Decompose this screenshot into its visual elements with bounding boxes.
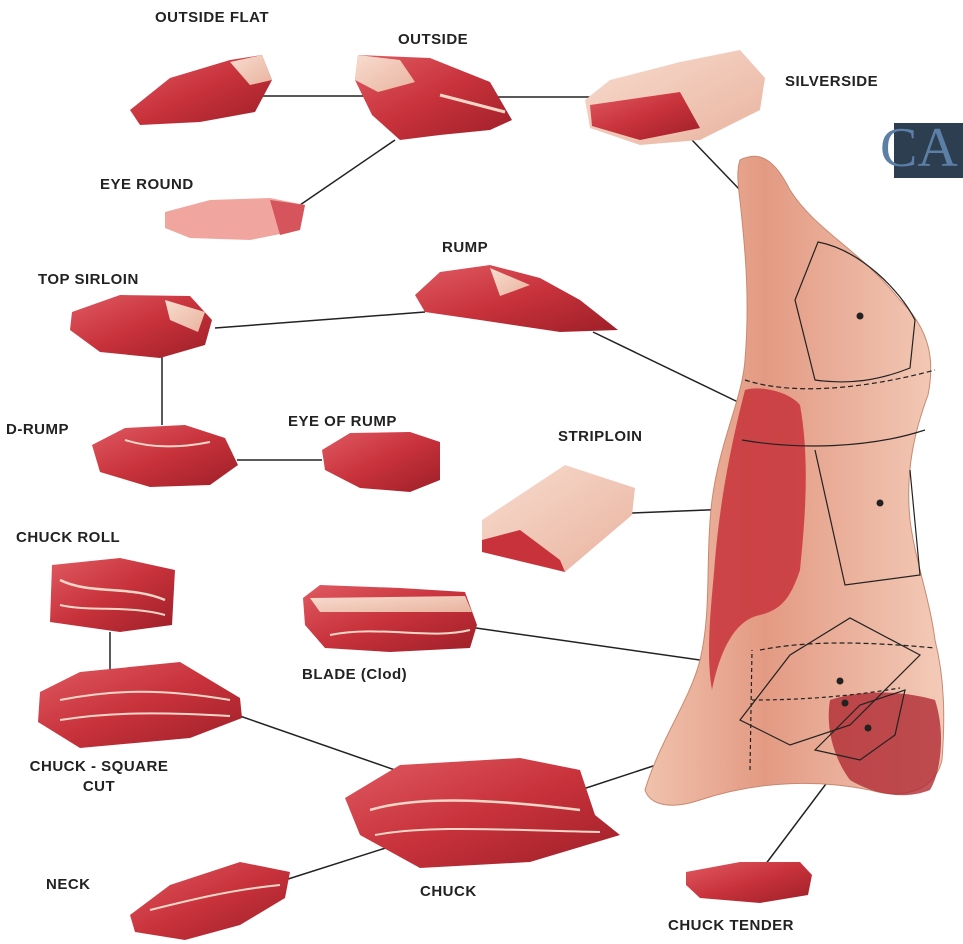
label-top-sirloin: TOP SIRLOIN: [38, 270, 139, 290]
cut-neck: [130, 862, 290, 940]
cut-chuck: [345, 758, 620, 868]
cut-blade: [303, 585, 477, 652]
cut-eye-round: [165, 198, 305, 240]
cut-eye-of-rump: [322, 432, 440, 492]
label-blade: BLADE (Clod): [302, 665, 407, 685]
title-fragment: CA: [880, 118, 963, 180]
label-outside-flat: OUTSIDE FLAT: [155, 8, 269, 28]
label-chuck: CHUCK: [420, 882, 477, 902]
cut-outside: [355, 55, 512, 140]
label-d-rump: D-RUMP: [6, 420, 69, 440]
cut-top-sirloin: [70, 295, 212, 358]
cut-rump: [415, 265, 618, 332]
label-striploin: STRIPLOIN: [558, 427, 643, 447]
label-chuck-square-cut-line1: CHUCK - SQUARE: [14, 757, 184, 777]
label-eye-round: EYE ROUND: [100, 175, 194, 195]
label-eye-of-rump: EYE OF RUMP: [288, 412, 397, 432]
label-outside: OUTSIDE: [398, 30, 468, 50]
cut-silverside: [585, 50, 765, 145]
cut-chuck-roll: [50, 558, 175, 632]
label-chuck-square-cut-line2: CUT: [14, 777, 184, 797]
cut-striploin: [482, 465, 635, 572]
title-fragment-text: CA: [880, 118, 958, 178]
label-chuck-tender: CHUCK TENDER: [668, 916, 794, 936]
beef-carcass: [645, 156, 944, 805]
label-neck: NECK: [46, 875, 91, 895]
cut-chuck-square-cut: [38, 662, 242, 748]
cut-outside-flat: [130, 55, 272, 125]
cut-chuck-tender: [686, 862, 812, 903]
cut-d-rump: [92, 425, 238, 487]
label-silverside: SILVERSIDE: [785, 72, 878, 92]
label-chuck-square-cut: CHUCK - SQUARE CUT: [14, 757, 184, 797]
label-chuck-roll: CHUCK ROLL: [16, 528, 120, 548]
label-rump: RUMP: [442, 238, 488, 258]
